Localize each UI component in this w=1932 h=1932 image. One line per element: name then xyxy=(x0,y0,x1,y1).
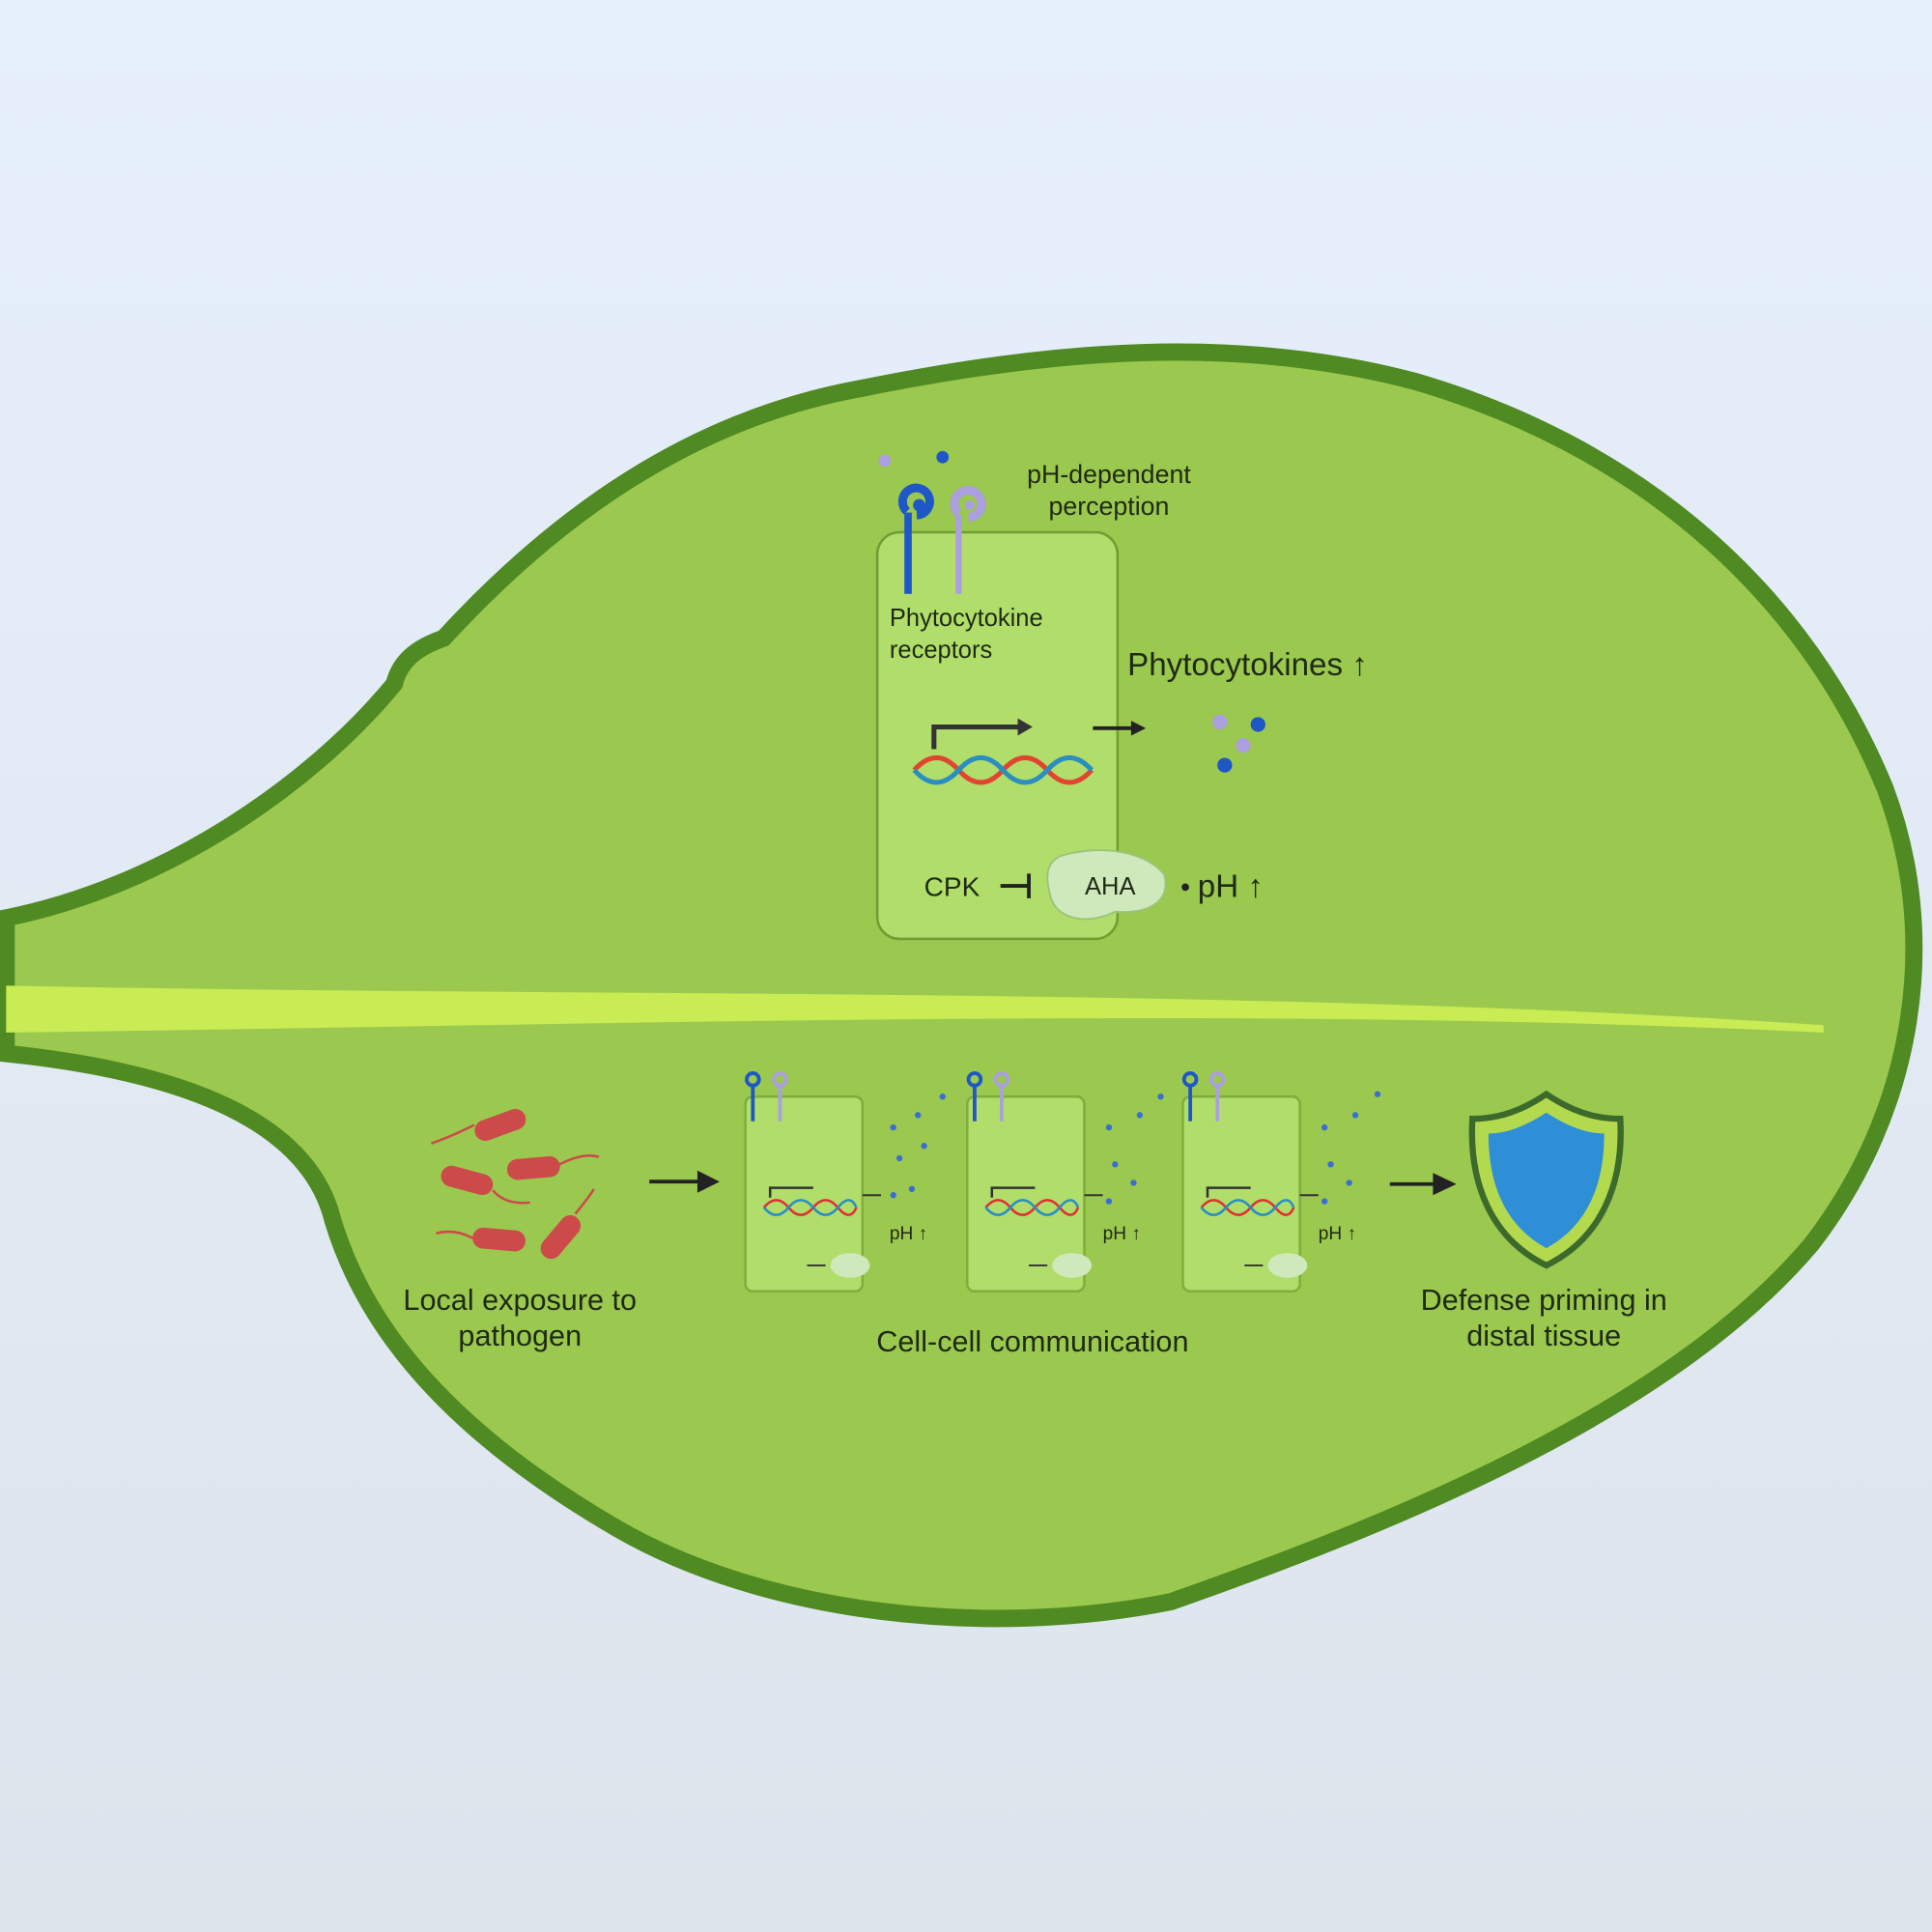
phytocytokines-label: Phytocytokines ↑ xyxy=(1127,647,1368,683)
ligand-dot xyxy=(878,454,892,468)
ph-label: pH ↑ xyxy=(1198,869,1264,905)
leaf-blade xyxy=(0,343,1923,1628)
arrow-icon xyxy=(1389,1173,1457,1196)
leaf-midrib xyxy=(6,985,1824,1033)
aha-label: AHA xyxy=(1085,873,1135,900)
transcription-arrow-icon xyxy=(931,718,1033,750)
ph-small-label: pH ↑ xyxy=(890,1224,927,1244)
receptor-light-icon xyxy=(950,486,986,594)
ligand-dot xyxy=(936,450,950,464)
arrow-icon xyxy=(649,1170,720,1193)
cell-1 xyxy=(743,1071,883,1293)
receptors-label: Phytocytokine xyxy=(890,605,1043,632)
receptor-dark-icon xyxy=(897,483,934,594)
cell-2 xyxy=(965,1071,1105,1293)
communication-label: Cell-cell communication xyxy=(876,1325,1188,1358)
ligand-dot xyxy=(1217,757,1233,773)
shield-icon xyxy=(1468,1090,1624,1269)
ph-small-label: pH ↑ xyxy=(1319,1224,1356,1244)
ligand-dot xyxy=(1250,717,1265,732)
ph-small-label: pH ↑ xyxy=(1103,1224,1141,1244)
arrow-icon xyxy=(1093,721,1147,736)
receptors-label-2: receptors xyxy=(890,637,992,664)
aha-pump-icon xyxy=(1046,849,1167,921)
inhibition-icon xyxy=(1000,873,1031,898)
ligand-dot xyxy=(1212,714,1228,730)
perception-label: pH-dependent xyxy=(1027,460,1191,489)
pathogen-bacteria-icon xyxy=(431,1109,600,1260)
top-cell: pH-dependent perception Phytocytokine re… xyxy=(875,450,1368,941)
defense-label: Defense priming in xyxy=(1421,1284,1667,1317)
ligand-dots xyxy=(890,1091,1381,1205)
perception-label-2: perception xyxy=(1048,492,1169,521)
defense-label-2: distal tissue xyxy=(1466,1320,1621,1352)
ligand-dot xyxy=(1236,738,1251,753)
cell-3 xyxy=(1180,1071,1321,1293)
dna-icon xyxy=(912,754,1094,785)
cpk-label: CPK xyxy=(924,871,980,901)
pathogen-label-2: pathogen xyxy=(458,1320,582,1352)
pathogen-label: Local exposure to xyxy=(403,1284,637,1317)
